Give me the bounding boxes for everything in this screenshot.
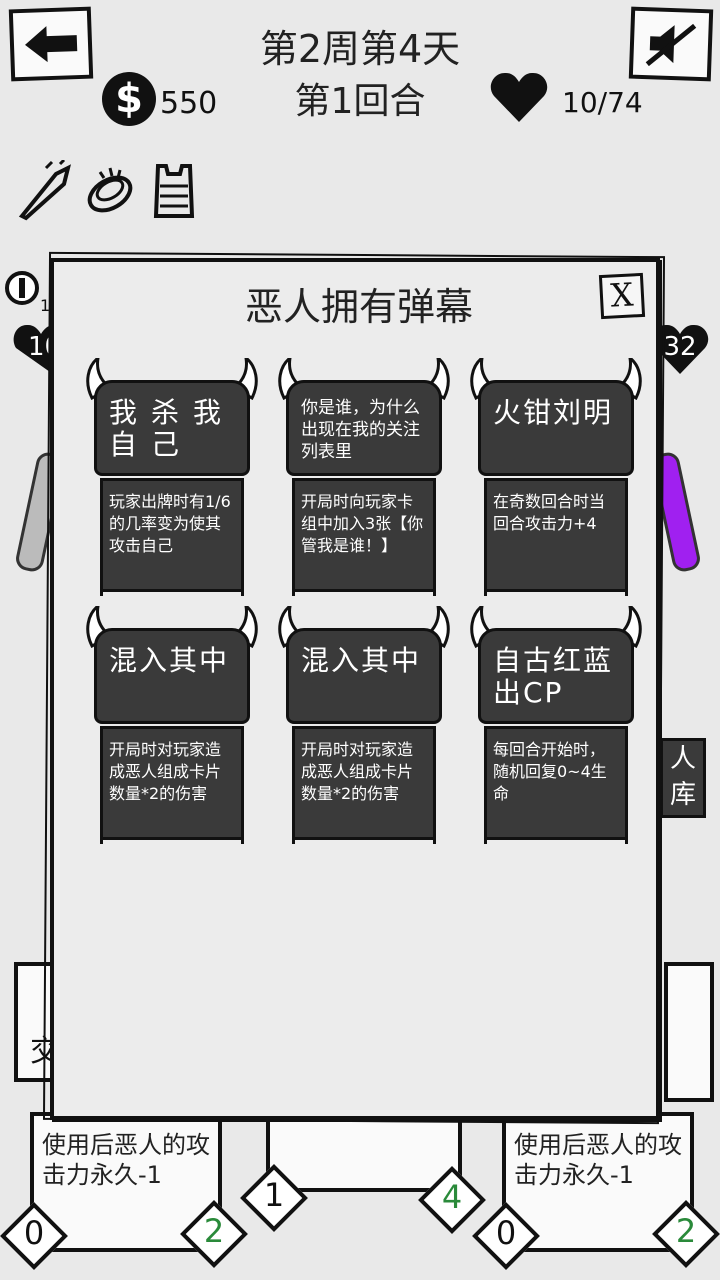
dollar-coin-icon: $ bbox=[102, 72, 156, 126]
villain-card-name: 火钳刘明 bbox=[493, 396, 614, 429]
player-hp: 10/74 bbox=[562, 86, 643, 119]
hand-card-right-edge[interactable] bbox=[664, 962, 714, 1102]
card-legs bbox=[484, 832, 628, 844]
hand-card-left-cost: 0 bbox=[23, 1214, 45, 1252]
deck-label-b: 库 bbox=[669, 780, 696, 810]
shield-counter-icon bbox=[5, 271, 39, 305]
villain-card-name: 你是谁，为什么出现在我的关注列表里 bbox=[301, 398, 420, 462]
villain-barrage-modal: 恶人拥有弹幕 X 我杀我自己 玩家出牌时有1/6的几率变为使其攻击自己 你是谁，… bbox=[50, 258, 660, 1120]
right-enemy-hp-value: 32 bbox=[663, 332, 697, 362]
villain-card-desc: 玩家出牌时有1/6的几率变为使其攻击自己 bbox=[100, 478, 244, 592]
villain-card-head: 混入其中 bbox=[94, 628, 250, 724]
deck-button[interactable]: 人 库 bbox=[660, 738, 706, 818]
round-label: 第1回合 bbox=[294, 81, 426, 122]
mute-icon bbox=[645, 23, 697, 67]
heart-icon bbox=[13, 324, 54, 372]
horn-trumpet-icon[interactable] bbox=[16, 160, 72, 222]
villain-card-head: 你是谁，为什么出现在我的关注列表里 bbox=[286, 380, 442, 476]
left-enemy-hp: 10 bbox=[10, 322, 61, 376]
close-button[interactable]: X bbox=[598, 272, 646, 320]
week-day-label: 第2周第4天 bbox=[259, 27, 461, 71]
hand-card-middle-power: 4 bbox=[441, 1178, 463, 1216]
coin-count: 550 bbox=[160, 86, 218, 121]
villain-card-head: 我杀我自己 bbox=[94, 380, 250, 476]
villain-card[interactable]: 火钳刘明 在奇数回合时当回合攻击力+4 bbox=[470, 354, 642, 598]
back-button[interactable] bbox=[8, 6, 94, 82]
left-counter: 1 bbox=[40, 296, 51, 315]
mute-button[interactable] bbox=[628, 6, 714, 82]
back-arrow-icon bbox=[25, 26, 78, 63]
heart-icon bbox=[490, 72, 548, 122]
villain-card[interactable]: 混入其中 开局时对玩家造成恶人组成卡片数量*2的伤害 bbox=[278, 602, 450, 846]
villain-card[interactable]: 你是谁，为什么出现在我的关注列表里 开局时向玩家卡组中加入3张【你管我是谁！】 bbox=[278, 354, 450, 598]
modal-title: 恶人拥有弹幕 bbox=[244, 285, 473, 329]
card-legs bbox=[100, 832, 244, 844]
hand-card-middle[interactable] bbox=[266, 1112, 462, 1192]
hand-card-middle-cost: 1 bbox=[263, 1176, 285, 1214]
villain-card-desc: 开局时向玩家卡组中加入3张【你管我是谁！】 bbox=[292, 478, 436, 592]
vest-armor-icon[interactable] bbox=[146, 160, 202, 222]
hand-card-left-power: 2 bbox=[203, 1212, 225, 1250]
villain-card-name: 混入其中 bbox=[109, 644, 230, 677]
card-legs bbox=[100, 584, 244, 596]
villain-card-desc: 在奇数回合时当回合攻击力+4 bbox=[484, 478, 628, 592]
villain-card-desc: 每回合开始时，随机回复0~4生命 bbox=[484, 726, 628, 840]
deck-label-a: 人 bbox=[669, 744, 696, 774]
villain-card-desc: 开局时对玩家造成恶人组成卡片数量*2的伤害 bbox=[100, 726, 244, 840]
villain-card-head: 火钳刘明 bbox=[478, 380, 634, 476]
heart-icon bbox=[651, 324, 709, 374]
villain-card-name: 自古红蓝出CP bbox=[493, 644, 614, 709]
card-legs bbox=[292, 832, 436, 844]
hand-card-left-text: 使用后恶人的攻击力永久-1 bbox=[42, 1131, 210, 1189]
card-legs bbox=[292, 584, 436, 596]
villain-card-desc: 开局时对玩家造成恶人组成卡片数量*2的伤害 bbox=[292, 726, 436, 840]
villain-card-name: 混入其中 bbox=[301, 644, 422, 677]
villain-card[interactable]: 混入其中 开局时对玩家造成恶人组成卡片数量*2的伤害 bbox=[86, 602, 258, 846]
hand-card-right-text: 使用后恶人的攻击力永久-1 bbox=[514, 1131, 682, 1189]
hand-card-right-cost: 0 bbox=[495, 1214, 517, 1252]
hand-card-left[interactable]: 使用后恶人的攻击力永久-1 bbox=[30, 1112, 222, 1252]
villain-card-head: 自古红蓝出CP bbox=[478, 628, 634, 724]
hand-card-right-power: 2 bbox=[675, 1212, 697, 1250]
villain-card[interactable]: 我杀我自己 玩家出牌时有1/6的几率变为使其攻击自己 bbox=[86, 354, 258, 598]
card-legs bbox=[484, 584, 628, 596]
villain-card[interactable]: 自古红蓝出CP 每回合开始时，随机回复0~4生命 bbox=[470, 602, 642, 846]
right-enemy-hp: 32 bbox=[650, 322, 710, 376]
villain-card-name: 我杀我自己 bbox=[109, 396, 236, 461]
villain-card-head: 混入其中 bbox=[286, 628, 442, 724]
coin-stack-icon[interactable] bbox=[82, 160, 138, 222]
